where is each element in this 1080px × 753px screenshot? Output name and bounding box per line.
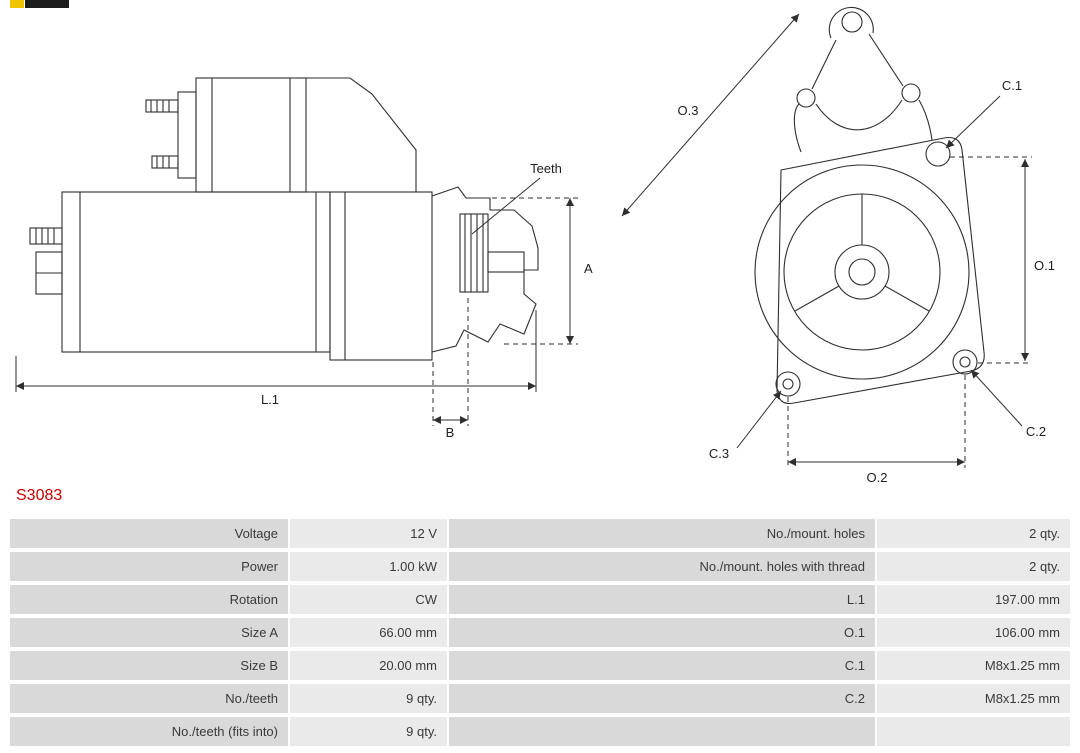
starter-front-view <box>754 6 985 405</box>
label-l1: L.1 <box>261 392 279 407</box>
spec-label: No./mount. holes with thread <box>449 552 875 581</box>
front-view-dimensions <box>621 13 1032 468</box>
side-view-dimensions <box>15 177 578 426</box>
spec-value: CW <box>290 585 447 614</box>
spec-label: No./mount. holes <box>449 519 875 548</box>
logo-text-block <box>25 0 69 8</box>
spec-label: Voltage <box>10 519 288 548</box>
spec-table: Voltage 12 V No./mount. holes 2 qty. Pow… <box>10 519 1070 746</box>
spec-value: 1.00 kW <box>290 552 447 581</box>
spec-label: Power <box>10 552 288 581</box>
brand-logo <box>10 0 69 8</box>
part-number: S3083 <box>16 487 63 504</box>
spec-value: 2 qty. <box>877 552 1070 581</box>
spec-value: 66.00 mm <box>290 618 447 647</box>
spec-value: M8x1.25 mm <box>877 684 1070 713</box>
starter-side-view <box>29 77 539 361</box>
spec-value: 12 V <box>290 519 447 548</box>
technical-diagram: Teeth A L.1 B O.3 C.1 O.1 C.2 C.3 O.2 <box>15 6 1055 485</box>
spec-label: C.1 <box>449 651 875 680</box>
spec-label: No./teeth (fits into) <box>10 717 288 746</box>
spec-label: Size A <box>10 618 288 647</box>
spec-label: L.1 <box>449 585 875 614</box>
spec-value: 20.00 mm <box>290 651 447 680</box>
spec-label: O.1 <box>449 618 875 647</box>
starter-motor-drawing: Teeth A L.1 B O.3 C.1 O.1 C.2 C.3 O.2 <box>15 6 1055 485</box>
spec-label <box>449 717 875 746</box>
label-o3: O.3 <box>678 103 699 118</box>
spec-label: Size B <box>10 651 288 680</box>
spec-value: 197.00 mm <box>877 585 1070 614</box>
spec-value: 9 qty. <box>290 717 447 746</box>
label-c3: C.3 <box>709 446 729 461</box>
spec-label: C.2 <box>449 684 875 713</box>
label-a: A <box>584 261 593 276</box>
label-teeth: Teeth <box>530 161 562 176</box>
spec-value <box>877 717 1070 746</box>
spec-label: No./teeth <box>10 684 288 713</box>
label-b: B <box>446 425 455 440</box>
label-c1: C.1 <box>1002 78 1022 93</box>
logo-mark <box>10 0 24 8</box>
spec-value: 106.00 mm <box>877 618 1070 647</box>
label-c2: C.2 <box>1026 424 1046 439</box>
label-o2: O.2 <box>867 470 888 485</box>
spec-value: M8x1.25 mm <box>877 651 1070 680</box>
spec-label: Rotation <box>10 585 288 614</box>
spec-value: 2 qty. <box>877 519 1070 548</box>
label-o1: O.1 <box>1034 258 1055 273</box>
spec-value: 9 qty. <box>290 684 447 713</box>
